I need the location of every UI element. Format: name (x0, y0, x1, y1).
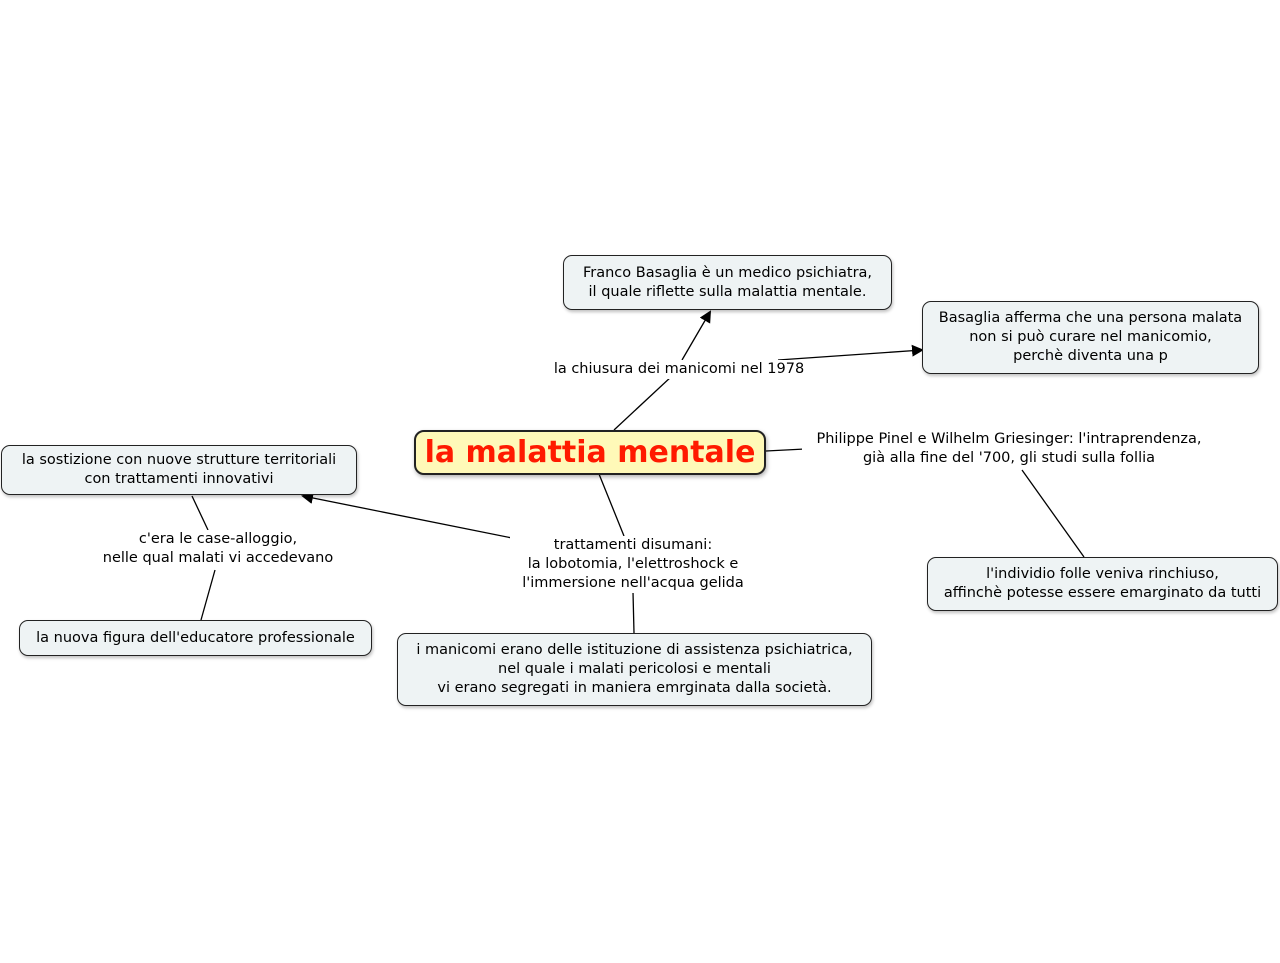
connector-chiusura-basaglia-medico (681, 310, 712, 361)
connector-trattamenti-sostituzione (301, 492, 518, 540)
node-basaglia-medico[interactable]: Franco Basaglia è un medico psichiatra, … (563, 255, 892, 310)
connector-central-pinel (765, 448, 806, 452)
node-educatore[interactable]: la nuova figura dell'educatore professio… (19, 620, 372, 656)
label-trattamenti[interactable]: trattamenti disumani: la lobotomia, l'el… (510, 536, 756, 593)
node-basaglia-afferma[interactable]: Basaglia afferma che una persona malata … (922, 301, 1259, 374)
connector-sostituzione-case (191, 495, 209, 531)
connector-central-trattamenti (598, 473, 625, 537)
label-case-alloggio[interactable]: c'era le case-alloggio, nelle qual malat… (94, 530, 342, 568)
central-topic[interactable]: la malattia mentale (414, 430, 766, 475)
node-individuo[interactable]: l'individio folle veniva rinchiuso, affi… (927, 557, 1278, 611)
connector-pinel-individuo (1021, 469, 1085, 558)
connector-chiusura-basaglia-afferma (777, 344, 924, 361)
node-sostituzione[interactable]: la sostizione con nuove strutture territ… (1, 445, 357, 495)
label-chiusura[interactable]: la chiusura dei manicomi nel 1978 (546, 360, 812, 379)
label-pinel[interactable]: Philippe Pinel e Wilhelm Griesinger: l'i… (802, 430, 1216, 468)
connector-trattamenti-manicomi (632, 591, 635, 634)
node-manicomi[interactable]: i manicomi erano delle istituzione di as… (397, 633, 872, 706)
connector-case-educatore (200, 569, 216, 621)
connector-central-chiusura (613, 375, 673, 431)
